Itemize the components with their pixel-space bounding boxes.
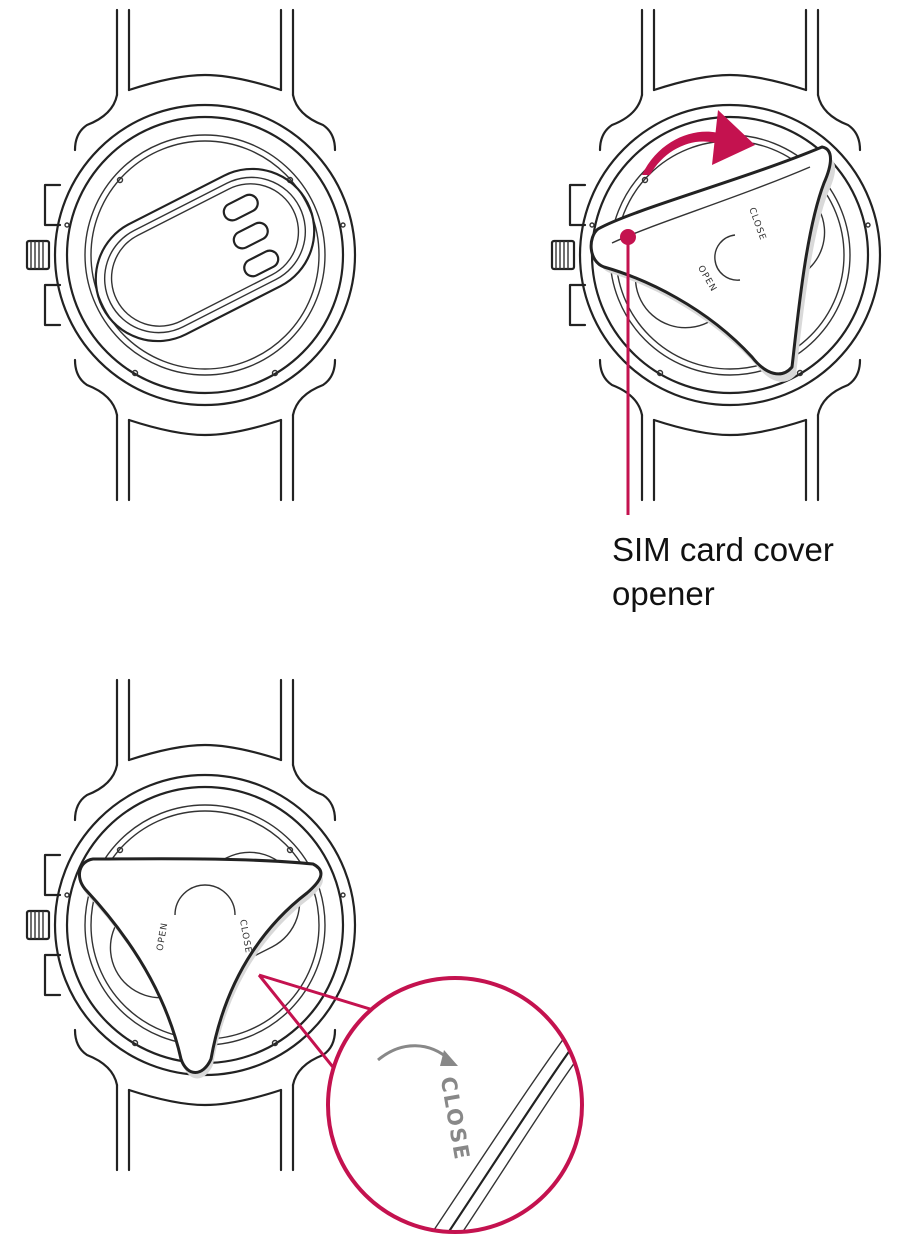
watch-step-2: CLOSE OPEN xyxy=(550,8,882,515)
magnifier: CLOSE xyxy=(326,976,584,1234)
callout-label: SIM card cover opener xyxy=(612,528,902,616)
curved-arrow-icon xyxy=(642,110,755,175)
callout-line-2: opener xyxy=(612,575,715,612)
sensor-pill-icons xyxy=(222,193,280,278)
rotate-arrow-icon-2 xyxy=(174,884,236,916)
callout-line-1: SIM card cover xyxy=(612,531,834,568)
sim-cover-opener: CLOSE OPEN xyxy=(589,145,836,382)
rotate-arrow-icon xyxy=(714,234,741,281)
open-label-2: OPEN xyxy=(156,922,171,952)
watch-step-3: CLOSE OPEN xyxy=(25,678,384,1172)
sim-cover-opener-aligned: CLOSE OPEN xyxy=(77,857,323,1079)
watch-step-1 xyxy=(25,8,357,502)
